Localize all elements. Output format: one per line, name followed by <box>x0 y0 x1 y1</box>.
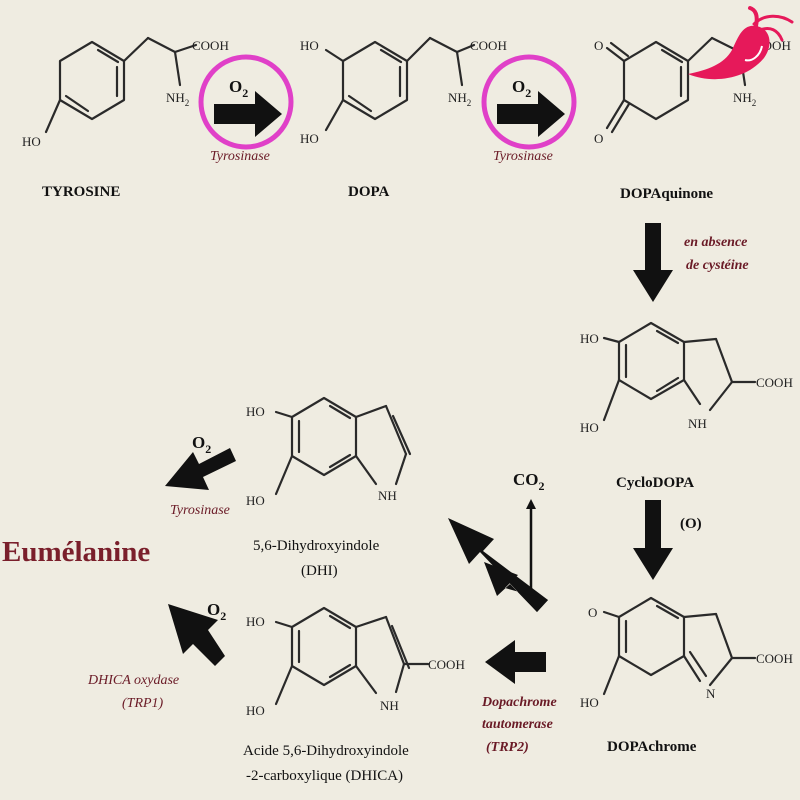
cyclodopa-cooh: COOH <box>756 375 793 390</box>
highlight-circle <box>481 54 577 150</box>
dopachrome-label: DOPAchrome <box>607 739 697 755</box>
reaction-arrow-secondary <box>484 562 548 612</box>
dopachrome-cooh: COOH <box>756 651 793 666</box>
enzyme-tyrosinase: Tyrosinase <box>493 149 553 164</box>
condition-absence: en absence <box>684 235 747 250</box>
condition-cysteine: de cystéine <box>686 258 749 273</box>
cyclodopa-ho-2: HO <box>580 420 599 435</box>
dopa-structure: HO HO COOH NH2 <box>300 36 507 146</box>
dhica-label-line1: Acide 5,6-Dihydroxyindole <box>243 743 409 759</box>
dhica-cooh: COOH <box>428 657 465 672</box>
cyclodopa-nh: NH <box>688 416 707 431</box>
tyrosine-cooh: COOH <box>192 38 229 53</box>
step-dopa-to-dopaquinone: O2 Tyrosinase <box>481 54 577 164</box>
dopa-ho-2: HO <box>300 131 319 146</box>
dhi-nh: NH <box>378 488 397 503</box>
dopachrome-n: N <box>706 686 716 701</box>
highlight-circle <box>198 54 294 150</box>
dopaquinone-o-2: O <box>594 131 603 146</box>
enzyme-trp2: (TRP2) <box>486 740 529 755</box>
dhi-structure: HO HO NH <box>246 396 412 508</box>
dopa-label: DOPA <box>348 184 390 200</box>
dhi-ho-1: HO <box>246 404 265 419</box>
co2-label: CO2 <box>513 470 545 493</box>
o2-label: O2 <box>192 433 211 456</box>
enzyme-dopachrome: Dopachrome <box>481 695 557 710</box>
dopachrome-ho: HO <box>580 695 599 710</box>
dhi-ho-2: HO <box>246 493 265 508</box>
step-cyclodopa-to-dopachrome: (O) <box>633 500 702 580</box>
dhica-label-line2: -2-carboxylique (DHICA) <box>246 768 403 784</box>
dhica-ho-2: HO <box>246 703 265 718</box>
dhica-structure: HO HO COOH NH <box>246 606 465 718</box>
step-dopachrome-to-dhi: CO2 <box>448 470 548 612</box>
enzyme-dhica-oxydase: DHICA oxydase <box>87 673 179 688</box>
reaction-arrow <box>168 604 225 666</box>
o2-label: O2 <box>512 77 531 100</box>
tyrosine-nh2: NH2 <box>166 90 189 108</box>
step-dopaquinone-to-cyclodopa: en absence de cystéine <box>633 223 749 302</box>
reaction-arrow <box>497 91 565 137</box>
step-dhi-to-eumelanine: O2 Tyrosinase <box>165 433 236 518</box>
reaction-arrow <box>485 640 546 684</box>
enzyme-tautomerase: tautomerase <box>482 717 553 732</box>
o2-label: O2 <box>229 77 248 100</box>
tyrosine-structure: COOH NH2 HO <box>22 36 229 149</box>
oxidation-label: (O) <box>680 516 702 532</box>
enzyme-trp1: (TRP1) <box>122 696 164 711</box>
tyrosine-ho: HO <box>22 134 41 149</box>
enzyme-tyrosinase: Tyrosinase <box>170 503 230 518</box>
reaction-arrow <box>633 500 673 580</box>
step-dopachrome-to-dhica: Dopachrome tautomerase (TRP2) <box>481 640 557 755</box>
chili-pepper-logo-icon <box>688 6 794 80</box>
o2-label: O2 <box>207 600 226 623</box>
dopa-nh2: NH2 <box>448 90 471 108</box>
cyclodopa-structure: HO HO COOH NH <box>580 321 793 435</box>
dopachrome-o: O <box>588 605 597 620</box>
dopaquinone-o-1: O <box>594 38 603 53</box>
dhi-label-line1: 5,6-Dihydroxyindole <box>253 538 380 554</box>
dopa-ho-1: HO <box>300 38 319 53</box>
dopaquinone-label: DOPAquinone <box>620 186 713 202</box>
cyclodopa-label: CycloDOPA <box>616 475 694 491</box>
dhica-ho-1: HO <box>246 614 265 629</box>
reaction-arrow <box>214 91 282 137</box>
dhi-label-line2: (DHI) <box>301 563 338 579</box>
enzyme-tyrosinase: Tyrosinase <box>210 149 270 164</box>
step-dhica-to-eumelanine: O2 DHICA oxydase (TRP1) <box>87 600 226 711</box>
step-tyrosine-to-dopa: O2 Tyrosinase <box>198 54 294 164</box>
reaction-arrow <box>165 448 236 490</box>
dhica-nh: NH <box>380 698 399 713</box>
eumelanine-label: Eumélanine <box>2 536 150 568</box>
reaction-arrow <box>633 223 673 302</box>
reaction-arrow <box>448 518 548 612</box>
cyclodopa-ho-1: HO <box>580 331 599 346</box>
dopa-cooh: COOH <box>470 38 507 53</box>
dopachrome-structure: O HO COOH N <box>580 596 793 710</box>
dopaquinone-nh2: NH2 <box>733 90 756 108</box>
tyrosine-label: TYROSINE <box>42 184 120 200</box>
